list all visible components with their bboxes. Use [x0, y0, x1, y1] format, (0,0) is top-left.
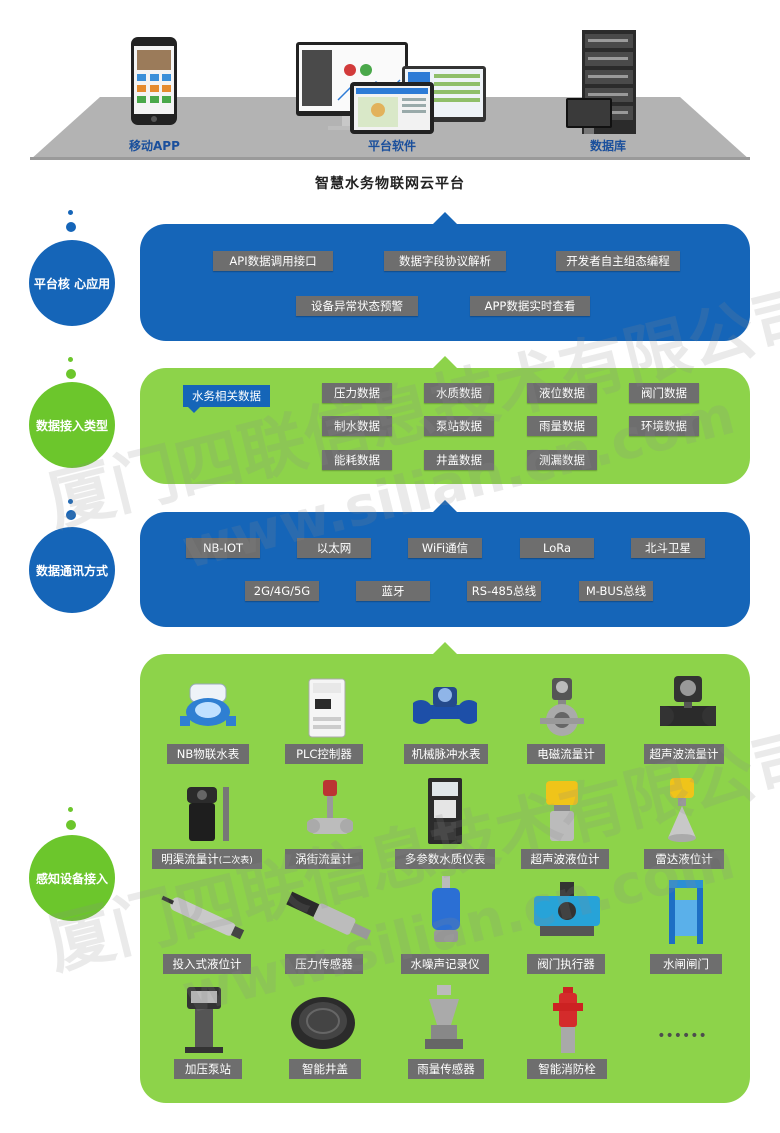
- fire-hydrant-image: [553, 987, 583, 1059]
- sluice-gate-image: [665, 880, 707, 950]
- section-circle-sensing: 感知设备接入: [29, 835, 115, 921]
- device-label-vortex: 涡街流量计: [285, 849, 363, 869]
- chip-production-data: 制水数据: [322, 416, 392, 436]
- chip-wifi: WiFi通信: [408, 538, 482, 558]
- tag-pointer: [188, 407, 200, 413]
- ultrasonic-flowmeter-image: [654, 676, 722, 740]
- nb-water-meter-image: [180, 680, 236, 740]
- device-label-pump-station: 加压泵站: [174, 1059, 242, 1079]
- pump-station-image: [181, 987, 227, 1057]
- device-label-nb-meter: NB物联水表: [167, 744, 249, 764]
- chip-energy-data: 能耗数据: [322, 450, 392, 470]
- platform-software-label: 平台软件: [368, 139, 417, 153]
- mobile-app-label: 移动APP: [129, 139, 180, 153]
- water-quality-meter-image: [428, 778, 462, 848]
- noise-logger-image: [428, 876, 464, 950]
- section-circle-data: 数据接入类型: [29, 382, 115, 468]
- chip-pressure-data: 压力数据: [322, 383, 392, 403]
- submersible-level-meter-image: [158, 886, 250, 952]
- chip-nb-iot: NB-IOT: [186, 538, 260, 558]
- chip-api-interface: API数据调用接口: [213, 251, 333, 271]
- chip-protocol-parsing: 数据字段协议解析: [384, 251, 506, 271]
- panel-communication: [140, 512, 750, 627]
- device-label-ultrasonic-level: 超声波液位计: [521, 849, 609, 869]
- more-indicator: ••••••: [657, 1028, 707, 1044]
- chip-cellular: 2G/4G/5G: [245, 581, 319, 601]
- chip-quality-data: 水质数据: [424, 383, 494, 403]
- chip-ethernet: 以太网: [297, 538, 371, 558]
- panel-notch: [433, 356, 457, 368]
- chip-manhole-data: 井盖数据: [424, 450, 494, 470]
- device-label-open-channel: 明渠流量计(二次表): [152, 849, 262, 869]
- device-label-rain-sensor: 雨量传感器: [408, 1059, 484, 1079]
- section-dot: [68, 807, 73, 812]
- chip-anomaly-alert: 设备异常状态预警: [296, 296, 418, 316]
- chip-valve-data: 阀门数据: [629, 383, 699, 403]
- device-label-ultrasonic-flowmeter: 超声波流量计: [644, 744, 724, 764]
- platform-software-device: [290, 40, 492, 135]
- mechanical-meter-image: [409, 683, 481, 737]
- chip-environment-data: 环境数据: [629, 416, 699, 436]
- chip-bluetooth: 蓝牙: [356, 581, 430, 601]
- panel-notch: [433, 642, 457, 654]
- device-label-plc: PLC控制器: [285, 744, 363, 764]
- section-circle-core: 平台核 心应用: [29, 240, 115, 326]
- device-label-valve-actuator: 阀门执行器: [527, 954, 605, 974]
- platform-title: 智慧水务物联网云平台: [315, 176, 465, 192]
- device-label-radar-level: 雷达液位计: [644, 849, 724, 869]
- rain-sensor-image: [419, 985, 469, 1055]
- section-dot: [68, 210, 73, 215]
- chip-lora: LoRa: [520, 538, 594, 558]
- database-label: 数据库: [590, 139, 627, 153]
- valve-actuator-image: [530, 882, 604, 946]
- panel-notch: [433, 212, 457, 224]
- chip-pump-data: 泵站数据: [424, 416, 494, 436]
- device-label-noise-logger: 水噪声记录仪: [401, 954, 489, 974]
- section-dot: [66, 222, 76, 232]
- device-label-pressure-sensor: 压力传感器: [285, 954, 363, 974]
- chip-beidou: 北斗卫星: [631, 538, 705, 558]
- pressure-sensor-image: [281, 888, 379, 950]
- electromagnetic-flowmeter-image: [534, 678, 590, 742]
- chip-app-realtime: APP数据实时查看: [470, 296, 590, 316]
- device-label-fire-hydrant: 智能消防栓: [527, 1059, 607, 1079]
- chip-mbus: M-BUS总线: [579, 581, 653, 601]
- device-label-sluice-gate: 水闸闸门: [650, 954, 722, 974]
- device-label-smart-manhole: 智能井盖: [289, 1059, 361, 1079]
- chip-leak-data: 测漏数据: [527, 450, 597, 470]
- section-dot: [66, 369, 76, 379]
- section-dot: [68, 357, 73, 362]
- device-label-em-flowmeter: 电磁流量计: [527, 744, 605, 764]
- plc-controller-image: [305, 677, 349, 743]
- panel-notch: [433, 500, 457, 512]
- database-device: [566, 30, 638, 136]
- mobile-app-device: [131, 37, 177, 125]
- chip-rs485: RS-485总线: [467, 581, 541, 601]
- chip-rain-data: 雨量数据: [527, 416, 597, 436]
- vortex-flowmeter-image: [306, 780, 354, 848]
- smart-manhole-image: [290, 995, 356, 1055]
- chip-level-data: 液位数据: [527, 383, 597, 403]
- section-circle-comm: 数据通讯方式: [29, 527, 115, 613]
- device-label-mechanical-meter: 机械脉冲水表: [404, 744, 488, 764]
- section-dot: [66, 510, 76, 520]
- device-label-water-quality: 多参数水质仪表: [395, 849, 495, 869]
- chip-developer-config: 开发者自主组态编程: [556, 251, 680, 271]
- radar-level-meter-image: [660, 778, 704, 848]
- device-label-suffix: (二次表): [218, 856, 253, 866]
- open-channel-flowmeter-image: [183, 783, 237, 849]
- device-label-submersible-level: 投入式液位计: [163, 954, 251, 974]
- section-dot: [66, 820, 76, 830]
- tag-water-data: 水务相关数据: [183, 385, 270, 407]
- ultrasonic-level-meter-image: [540, 781, 584, 847]
- panel-core-applications: [140, 224, 750, 341]
- section-dot: [68, 499, 73, 504]
